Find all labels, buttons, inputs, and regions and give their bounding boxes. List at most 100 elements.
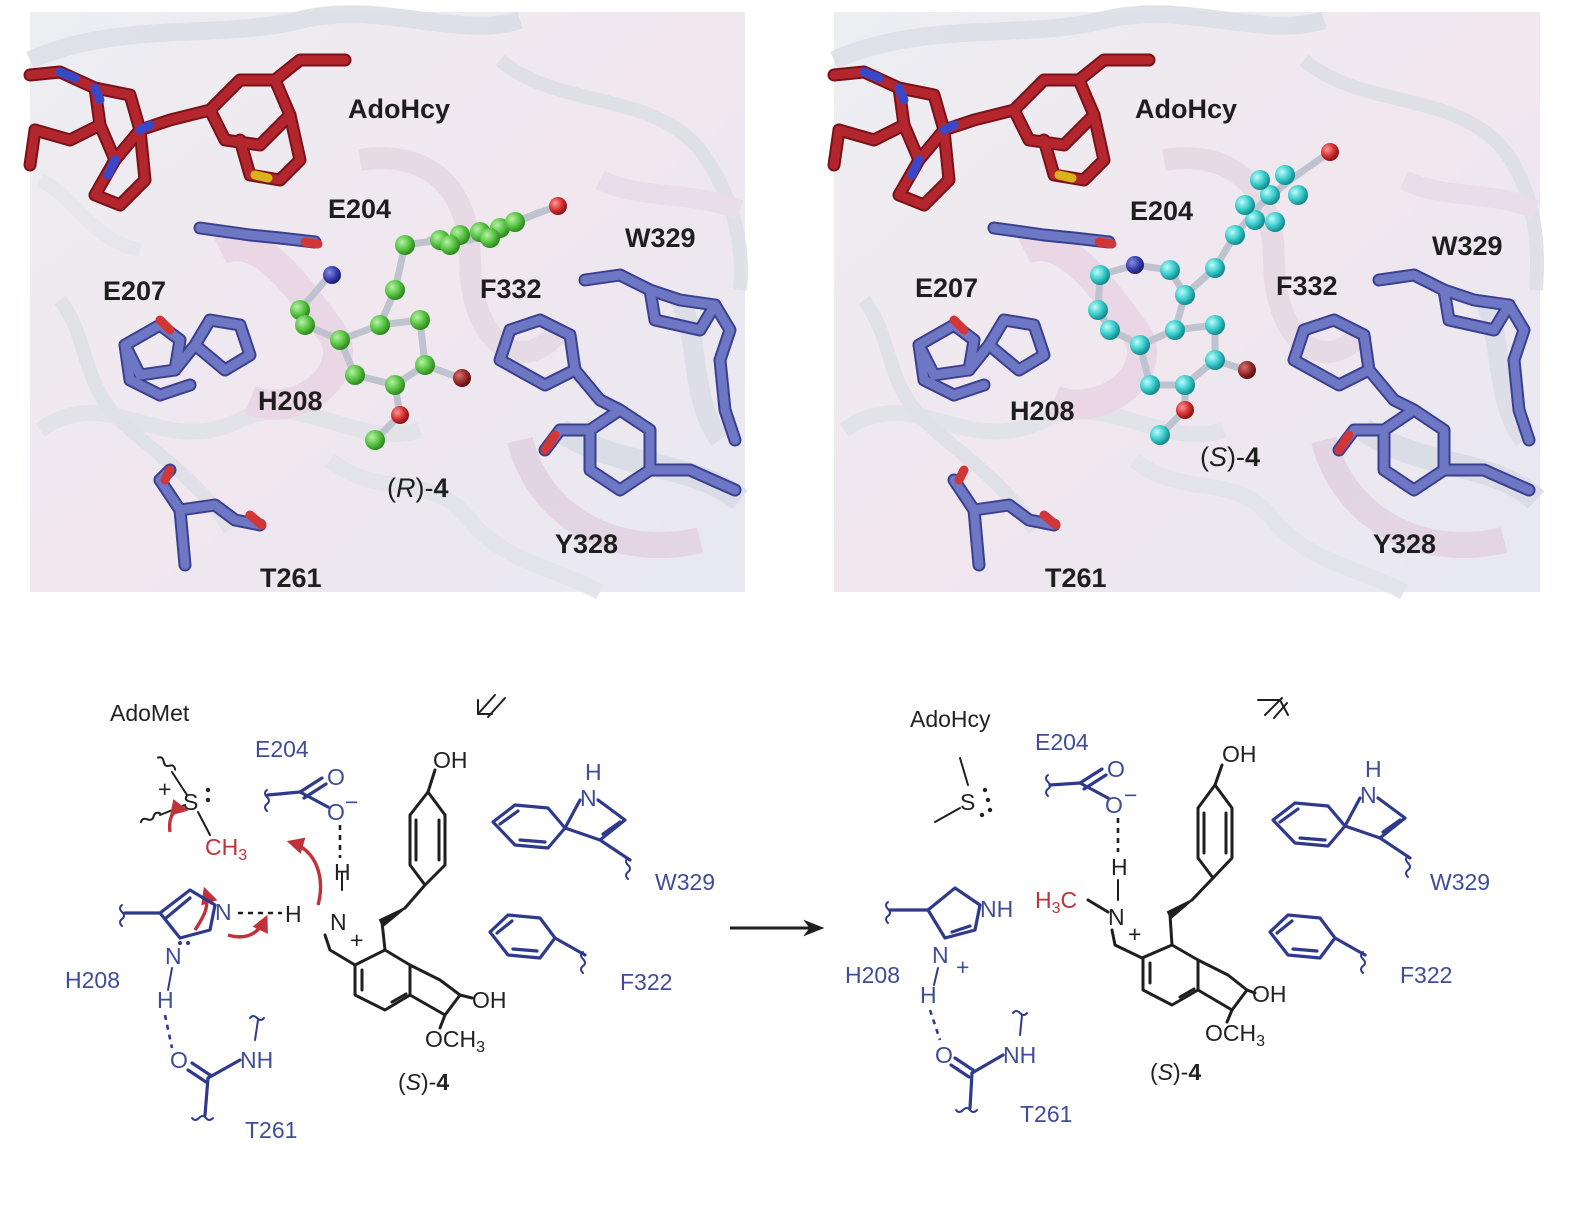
residue-h208-scheme: NH N + H208 H bbox=[845, 886, 1013, 1041]
svg-text:H: H bbox=[1365, 756, 1382, 782]
svg-text:H: H bbox=[334, 859, 351, 885]
label-w329: W329 bbox=[1432, 231, 1503, 261]
label-e204: E204 bbox=[328, 194, 391, 224]
svg-text:O: O bbox=[1105, 792, 1123, 818]
svg-text:NH: NH bbox=[240, 1047, 273, 1073]
atom-h3c: H3C bbox=[1035, 887, 1077, 917]
label-adohcy: AdoHcy bbox=[1135, 94, 1237, 124]
residue-w329-scheme: H N W329 bbox=[1271, 756, 1490, 895]
residue-sticks-left bbox=[118, 221, 742, 572]
svg-text:−: − bbox=[1124, 782, 1137, 808]
label-e204: E204 bbox=[255, 736, 309, 762]
svg-text:H: H bbox=[585, 759, 602, 785]
atom-ch3: CH3 bbox=[205, 834, 247, 864]
ligand-s4-methylated-skeletal: OH H3C N + OH OCH3 (S)-4 bbox=[1035, 741, 1287, 1085]
svg-text:+: + bbox=[956, 954, 969, 980]
label-s4-right: (S)-4 bbox=[1150, 1059, 1201, 1085]
atom-s: S bbox=[183, 789, 198, 815]
thioether-group: S bbox=[934, 757, 993, 823]
mechanism-scheme-left: AdoMet + S CH3 E204 O O − bbox=[65, 694, 715, 1143]
svg-text:N: N bbox=[165, 943, 182, 969]
residue-w329-scheme: H N W329 bbox=[491, 759, 715, 895]
label-t261: T261 bbox=[1020, 1101, 1072, 1127]
atom-och3: OCH3 bbox=[425, 1026, 485, 1056]
cyan-atoms bbox=[1088, 165, 1308, 445]
ligand-r4-ball-stick bbox=[290, 197, 567, 450]
structure-panel-left: AdoHcy E204 W329 E207 F332 H208 (R)-4 Y3… bbox=[23, 5, 748, 600]
electron-push-arrows bbox=[167, 799, 323, 939]
residue-e204-scheme: E204 O O − H bbox=[1035, 729, 1137, 901]
label-y328: Y328 bbox=[555, 529, 618, 559]
label-f332: F332 bbox=[480, 274, 542, 304]
residue-h208-scheme: N N H H208 H bbox=[65, 888, 302, 1049]
svg-text:O: O bbox=[327, 799, 345, 825]
svg-text:+: + bbox=[1128, 921, 1141, 947]
label-e204: E204 bbox=[1130, 196, 1193, 226]
label-y328: Y328 bbox=[1373, 529, 1436, 559]
structure-panel-right: AdoHcy E204 W329 E207 F332 H208 (S)-4 Y3… bbox=[827, 5, 1545, 600]
svg-text:+: + bbox=[158, 776, 171, 802]
label-e207: E207 bbox=[103, 276, 166, 306]
label-w329: W329 bbox=[1430, 869, 1490, 895]
svg-text:O: O bbox=[1107, 756, 1125, 782]
label-f322: F322 bbox=[620, 969, 672, 995]
residue-f322-scheme: F322 bbox=[1268, 913, 1452, 988]
svg-text:O: O bbox=[327, 764, 345, 790]
residue-t261-scheme: O NH T261 bbox=[170, 1015, 297, 1143]
svg-text:O: O bbox=[170, 1047, 188, 1073]
green-atoms bbox=[290, 212, 525, 450]
label-h208: H208 bbox=[1010, 396, 1075, 426]
svg-text:OH: OH bbox=[1252, 981, 1287, 1007]
label-t261: T261 bbox=[1045, 563, 1107, 593]
svg-text:NH: NH bbox=[980, 896, 1013, 922]
sulfonium-group: + S CH3 bbox=[139, 756, 247, 864]
viewer-arrows-icon bbox=[477, 694, 506, 718]
label-e207: E207 bbox=[915, 273, 978, 303]
svg-text:N: N bbox=[1360, 782, 1377, 808]
adohcy-sticks bbox=[23, 53, 352, 212]
svg-text:−: − bbox=[345, 789, 358, 815]
svg-text:+: + bbox=[350, 927, 363, 953]
residue-t261-scheme: O NH T261 bbox=[935, 1010, 1072, 1127]
svg-text:N: N bbox=[932, 942, 949, 968]
label-t261: T261 bbox=[260, 563, 322, 593]
label-w329: W329 bbox=[625, 223, 696, 253]
svg-text:N: N bbox=[215, 899, 232, 925]
label-ligand-s4: (S)-4 bbox=[1200, 442, 1260, 472]
protein-cartoon-background bbox=[26, 5, 748, 600]
label-adohcy: AdoHcy bbox=[910, 706, 991, 732]
label-ligand-r4: (R)-4 bbox=[387, 473, 449, 503]
label-adomet: AdoMet bbox=[110, 700, 190, 726]
mechanism-scheme-right: AdoHcy S E204 O O − H bbox=[845, 697, 1490, 1127]
label-adohcy: AdoHcy bbox=[348, 94, 450, 124]
label-h208: H208 bbox=[65, 967, 120, 993]
svg-text:OH: OH bbox=[472, 987, 507, 1013]
adohcy-sticks bbox=[827, 53, 1156, 212]
label-s4-left: (S)-4 bbox=[398, 1069, 449, 1095]
structure-labels-left: AdoHcy E204 W329 E207 F332 H208 (R)-4 Y3… bbox=[103, 94, 696, 593]
label-h208: H208 bbox=[258, 386, 323, 416]
residue-e204-scheme: E204 O O − bbox=[255, 736, 358, 858]
label-e204: E204 bbox=[1035, 729, 1089, 755]
label-t261: T261 bbox=[245, 1117, 297, 1143]
label-w329: W329 bbox=[655, 869, 715, 895]
atom-och3: OCH3 bbox=[1205, 1020, 1265, 1050]
viewer-arrows-icon bbox=[1257, 697, 1289, 719]
ligand-s4-ball-stick bbox=[1088, 143, 1339, 445]
residue-f322-scheme: F322 bbox=[488, 913, 672, 995]
svg-text:H: H bbox=[285, 901, 302, 927]
svg-text:NH: NH bbox=[1003, 1042, 1036, 1068]
svg-text:H: H bbox=[1111, 854, 1128, 880]
svg-text:O: O bbox=[935, 1042, 953, 1068]
label-f332: F332 bbox=[1276, 271, 1338, 301]
svg-text:N: N bbox=[580, 785, 597, 811]
svg-text:OH: OH bbox=[1222, 741, 1257, 767]
svg-text:H: H bbox=[920, 982, 937, 1008]
structure-labels-right: AdoHcy E204 W329 E207 F332 H208 (S)-4 Y3… bbox=[915, 94, 1503, 593]
residue-sticks-right bbox=[912, 221, 1536, 572]
label-h208: H208 bbox=[845, 962, 900, 988]
svg-text:N: N bbox=[1108, 904, 1125, 930]
svg-text:N: N bbox=[330, 909, 347, 935]
svg-text:OH: OH bbox=[433, 747, 468, 773]
